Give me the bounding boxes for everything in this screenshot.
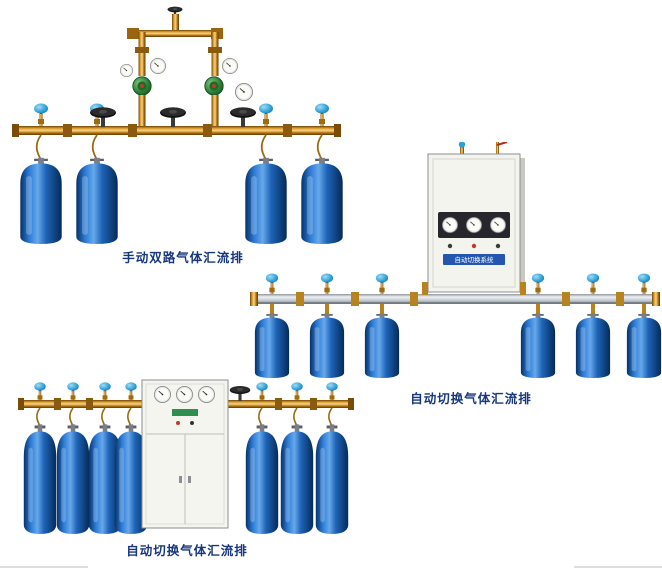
gas-cylinder (315, 424, 349, 534)
cylinder-connector-cap (326, 382, 338, 402)
cabinet-drop-pipe (422, 282, 428, 295)
pipe-end-cap (250, 292, 258, 306)
shutoff-valve-handwheel (230, 107, 256, 127)
cylinder-connector-cap (637, 273, 651, 295)
figure-auto-switch-floor (18, 376, 358, 545)
figure-manual-dual-manifold (8, 6, 353, 257)
page-bottom-edge-right (574, 566, 662, 568)
indicator-light (471, 243, 477, 249)
indicator-light (495, 243, 501, 249)
pipe-union (203, 124, 212, 137)
control-cabinet: 自动切换系统 (422, 141, 526, 295)
gas-regulator (204, 76, 224, 96)
cylinder-connector-cap (67, 382, 79, 402)
cylinder-connector-cap (320, 273, 334, 295)
cylinder-connector-cap (99, 382, 111, 402)
cylinder-connector-cap (34, 103, 48, 127)
cabinet-top-valve (460, 142, 464, 155)
pressure-gauge (466, 217, 482, 233)
manifold-pipe-silver (250, 292, 660, 306)
pipe-end-cap (334, 124, 341, 137)
pressure-gauge (198, 386, 215, 403)
cylinder-connector-cap (586, 273, 600, 295)
gas-cylinder (56, 424, 90, 534)
pipe-end-cap (18, 398, 24, 410)
gas-cylinder (309, 313, 345, 378)
cabinet-drop-pipe (520, 282, 526, 295)
top-header-assembly (127, 6, 223, 76)
pipe-end-cap (348, 398, 354, 410)
pressure-gauge (154, 386, 171, 403)
shutoff-valve-handwheel (160, 107, 186, 127)
pipe-union (296, 292, 304, 306)
header-pipe (128, 30, 222, 37)
gas-cylinder (364, 313, 400, 378)
drop-pipe (211, 95, 219, 128)
shutoff-valve-handwheel (90, 107, 116, 127)
drop-pipe (138, 95, 146, 128)
door-handle (188, 476, 191, 483)
pipe-union (351, 292, 359, 306)
pressure-gauge (150, 58, 166, 74)
pipe-end-cap (652, 292, 660, 306)
gas-cylinder (575, 313, 611, 378)
gas-cylinder (254, 313, 290, 378)
gas-cylinder (626, 313, 662, 378)
pressure-gauge (176, 386, 193, 403)
cylinder-connector-cap (34, 382, 46, 402)
shutoff-valve-handwheel (229, 386, 251, 401)
pipe-union (86, 398, 93, 410)
pipe-union (128, 124, 137, 137)
cabinet-label-band (443, 254, 505, 265)
control-cabinet-floor (141, 379, 229, 529)
pipe-union (616, 292, 624, 306)
cylinder-connector-cap (291, 382, 303, 402)
pipe-union (135, 47, 149, 53)
cylinder-connector-cap (125, 382, 137, 402)
pressure-gauge (120, 64, 133, 77)
pipe-union (310, 398, 317, 410)
pipe-union (283, 124, 292, 137)
pressure-gauge (235, 83, 253, 101)
drop-nipples (270, 304, 646, 314)
page-bottom-edge-left (0, 566, 88, 568)
gas-cylinder (520, 313, 556, 378)
gas-cylinder (280, 424, 314, 534)
pressure-gauge (442, 217, 458, 233)
pipe-union (63, 124, 72, 137)
cabinet-label-text: 自动切换系统 (455, 255, 495, 264)
gas-regulator (132, 76, 152, 96)
pipe-union (54, 398, 61, 410)
pipe-union (410, 292, 418, 306)
figure-auto-switch-wall: 自动切换系统 (250, 141, 662, 387)
gas-cylinder (76, 157, 118, 244)
cylinder-connector-cap (375, 273, 389, 295)
caption-auto-switch-floor: 自动切换气体汇流排 (126, 544, 248, 558)
caption-manual-dual-manifold: 手动双路气体汇流排 (122, 251, 244, 265)
indicator-light (176, 421, 180, 425)
indicator-light (447, 243, 453, 249)
indicator-light (190, 421, 194, 425)
pipe-union (208, 47, 222, 53)
cylinder-connector-cap (256, 382, 268, 402)
cylinder-connector-cap (259, 103, 273, 127)
caption-auto-switch-wall: 自动切换气体汇流排 (410, 392, 532, 406)
gas-cylinder (23, 424, 57, 534)
gas-cylinder (20, 157, 62, 244)
valve-lever-icon (496, 141, 508, 146)
cabinet-top-valve (496, 142, 499, 155)
status-strip (172, 409, 198, 416)
pipe-union (275, 398, 282, 410)
pipe-end-cap (12, 124, 19, 137)
gas-cylinder (245, 424, 279, 534)
cylinder-connector-cap (531, 273, 545, 295)
pipe-union (562, 292, 570, 306)
pressure-gauge (490, 217, 506, 233)
valve-knob-icon (458, 141, 466, 148)
cylinder-connector-cap (315, 103, 329, 127)
pressure-gauge (222, 58, 238, 74)
door-handle (179, 476, 182, 483)
manifold-pipe (12, 124, 341, 137)
cylinder-connector-cap (265, 273, 279, 295)
